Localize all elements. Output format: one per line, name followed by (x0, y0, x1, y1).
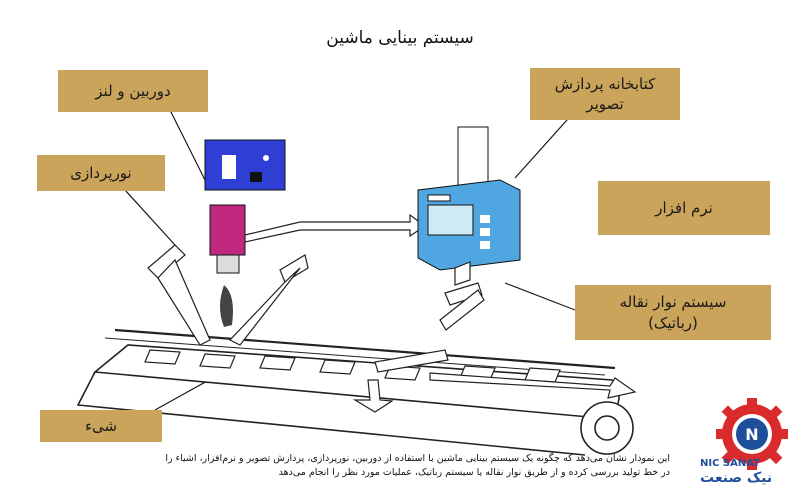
logo-persian: نیک صنعت (700, 470, 773, 486)
lighting-pointer (124, 189, 176, 246)
label-software: نرم افزار (598, 181, 770, 235)
diagram-caption: این نمودار نشان می‌دهد که چگونه یک سیستم… (165, 453, 670, 478)
gear-emblem-icon: N (716, 398, 788, 470)
nic-sanat-logo: N NIC SANAT نیک صنعت (700, 398, 798, 492)
light-left (147, 244, 211, 346)
label-camera: دوربین و لنز (58, 70, 208, 112)
logo-latin: NIC SANAT (700, 458, 761, 469)
label-lighting: نورپردازی (37, 155, 165, 191)
label-object: شیء (40, 410, 162, 442)
signal-arrow (244, 213, 427, 243)
light-right (229, 254, 309, 346)
diagram-title: سیستم بینایی ماشین (326, 28, 474, 48)
computer-unit (417, 126, 521, 271)
label-conveyor: سیستم نوار نقاله (رباتیک) (575, 285, 771, 340)
robot-arm (374, 261, 485, 373)
library-pointer (514, 119, 568, 179)
camera-pointer (169, 109, 211, 191)
belt-direction-arrow (429, 372, 637, 399)
reject-arrow (352, 379, 394, 413)
camera-unit (204, 139, 286, 327)
conveyor-pointer (504, 282, 576, 311)
svg-text:N: N (745, 425, 758, 444)
label-library: کتابخانه پردازش تصویر (530, 68, 680, 120)
